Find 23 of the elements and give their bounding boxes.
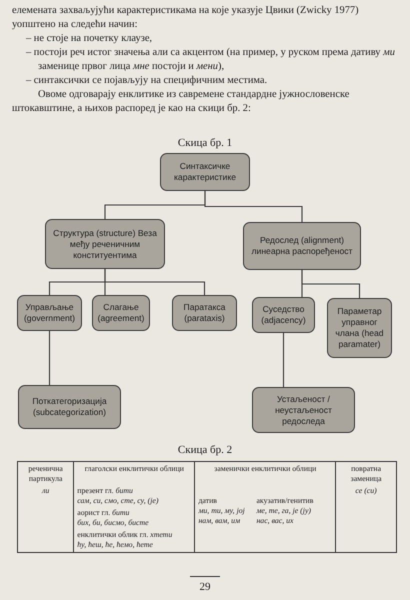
connector-line xyxy=(104,269,206,295)
rounded-box: Слагање (agreement) xyxy=(92,295,150,331)
connector-line xyxy=(48,331,50,385)
figure-title: Скица бр. 1 xyxy=(176,136,234,150)
rounded-box: Параметар управног члана (head paramater) xyxy=(327,298,392,358)
connector-line xyxy=(204,191,303,222)
rounded-box: Устаљеност / неустаљеност редоследа xyxy=(252,387,355,433)
figure-title: Скица бр. 2 xyxy=(176,443,234,457)
list-item: – постоји реч истог значења али са акцентом (на пример, у руском према дативу ми заменице првог лица мне постоји и мени), xyxy=(26,46,396,74)
rounded-box: Паратакса (parataxis) xyxy=(172,295,237,331)
connector-line xyxy=(282,333,284,387)
rounded-box: Структура (structure) Веза међу реченичним конституентима xyxy=(45,219,165,269)
list-item: – синтаксички се појављују на специфичним местима. xyxy=(26,74,268,88)
list-item: – не стоје на почетку клаузе, xyxy=(26,32,154,46)
rounded-box: Суседство (adjacency) xyxy=(252,297,315,333)
page-number: 29 xyxy=(198,580,212,594)
connector-line xyxy=(301,270,360,298)
rounded-box: Редослед (alignment) линеарна распоређеност xyxy=(243,222,361,270)
paragraph: Овоме одговарају енклитике из савремене стандардне јужнословенске штокавштине, а њихов распоред је као на скици бр. 2: xyxy=(12,88,350,116)
rounded-box: Синтаксичке карактеристике xyxy=(160,153,250,191)
rounded-box: Поткатегоризација (subcategorization) xyxy=(18,385,121,429)
rounded-box: Управљање (government) xyxy=(17,295,82,331)
paragraph: елемената захваљујући карактеристикама на које указује Цвики (Zwicky 1977) уопштено на следећи начин: xyxy=(12,4,360,32)
